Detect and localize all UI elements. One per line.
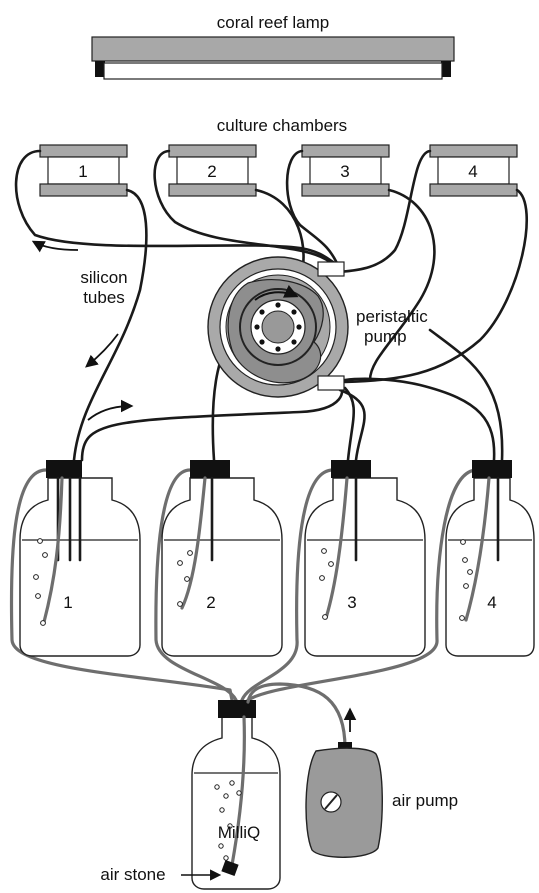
coral-reef-lamp bbox=[91, 36, 455, 80]
pump-label-line2: pump bbox=[364, 327, 407, 346]
flow-arrow-icon bbox=[85, 333, 119, 368]
tubes-label-line2: tubes bbox=[83, 288, 125, 307]
air-stone-label: air stone bbox=[100, 865, 165, 884]
culture-bottle-2: 2 bbox=[161, 460, 283, 657]
chamber-number: 3 bbox=[340, 162, 349, 181]
culture-bottle-4: 4 bbox=[445, 460, 535, 657]
chambers-label: culture chambers bbox=[217, 116, 347, 135]
bottle-number: 2 bbox=[206, 593, 215, 612]
culture-chamber-4: 4 bbox=[429, 144, 518, 197]
chamber-number: 2 bbox=[207, 162, 216, 181]
culture-chamber-2: 2 bbox=[168, 144, 257, 197]
culture-bottle-3: 3 bbox=[304, 460, 426, 657]
bottle-number: 3 bbox=[347, 593, 356, 612]
silicon-tubes bbox=[9, 149, 529, 702]
bottle-number: 1 bbox=[63, 593, 72, 612]
air-pump-label: air pump bbox=[392, 791, 458, 810]
lamp-label: coral reef lamp bbox=[217, 13, 329, 32]
air-pump bbox=[305, 742, 383, 858]
chamber-number: 4 bbox=[468, 162, 477, 181]
culture-bottle-1: 1 bbox=[19, 460, 141, 657]
air-tube bbox=[246, 682, 347, 750]
chamber-number: 1 bbox=[78, 162, 87, 181]
milliq-bottle: MilliQ bbox=[191, 700, 281, 890]
culture-chamber-1: 1 bbox=[39, 144, 128, 197]
culture-chamber-3: 3 bbox=[301, 144, 390, 197]
rotation-arrow-icon bbox=[254, 284, 299, 301]
flow-arrow-icon bbox=[31, 240, 79, 253]
pump-label-line1: peristaltic bbox=[356, 307, 428, 326]
peristaltic-pump bbox=[207, 256, 349, 398]
flow-arrow-icon bbox=[87, 399, 134, 421]
milliq-label: MilliQ bbox=[218, 823, 261, 842]
tubes-label-line1: silicon bbox=[80, 268, 127, 287]
bottle-number: 4 bbox=[487, 593, 496, 612]
